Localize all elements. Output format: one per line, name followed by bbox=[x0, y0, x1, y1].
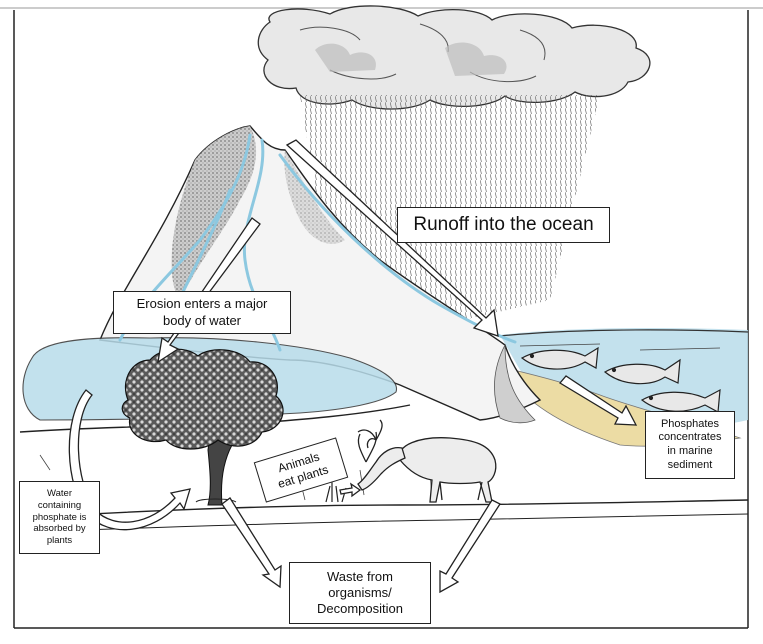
fish-3 bbox=[640, 388, 721, 413]
runoff-label: Runoff into the ocean bbox=[397, 207, 610, 243]
phosphates-label-line: sediment bbox=[667, 458, 713, 471]
rain-cloud bbox=[257, 5, 651, 110]
erosion-label-line: Erosion enters a major bbox=[136, 296, 268, 312]
water-absorbed-label: Water containing phosphate is absorbed b… bbox=[19, 481, 100, 554]
deer bbox=[357, 419, 497, 503]
eat-arrow bbox=[339, 482, 362, 498]
water-absorbed-label-line: phosphate is bbox=[32, 511, 87, 523]
waste-label-line: organisms/ bbox=[328, 584, 392, 600]
tree bbox=[121, 348, 284, 506]
waste-label-line: Waste from bbox=[327, 568, 393, 584]
water-absorbed-label-line: plants bbox=[46, 535, 73, 547]
fish-sediment-arrow bbox=[559, 375, 638, 426]
erosion-label: Erosion enters a major body of water bbox=[113, 291, 291, 334]
erosion-label-line: body of water bbox=[162, 312, 242, 328]
water-absorbed-label-line: absorbed by bbox=[33, 523, 86, 535]
phosphates-label-line: Phosphates bbox=[660, 417, 720, 430]
water-absorbed-label-line: containing bbox=[37, 499, 82, 511]
waste-label-line: Decomposition bbox=[317, 601, 403, 617]
tree-waste-arrow bbox=[221, 497, 282, 589]
grass-tuft bbox=[325, 482, 347, 503]
fish-2 bbox=[603, 358, 681, 385]
runoff-arrow bbox=[285, 139, 499, 337]
water-absorbed-label-line: Water bbox=[47, 487, 72, 499]
deer-waste-arrow bbox=[439, 499, 501, 594]
phosphates-label-line: in marine bbox=[667, 445, 713, 457]
waste-label: Waste from organisms/ Decomposition bbox=[289, 562, 431, 624]
fish-1 bbox=[520, 346, 599, 370]
phosphates-label: Phosphates concentrates in marine sedime… bbox=[645, 411, 735, 479]
runoff-label-text: Runoff into the ocean bbox=[413, 214, 594, 236]
phosphates-label-line: concentrates bbox=[658, 431, 722, 444]
